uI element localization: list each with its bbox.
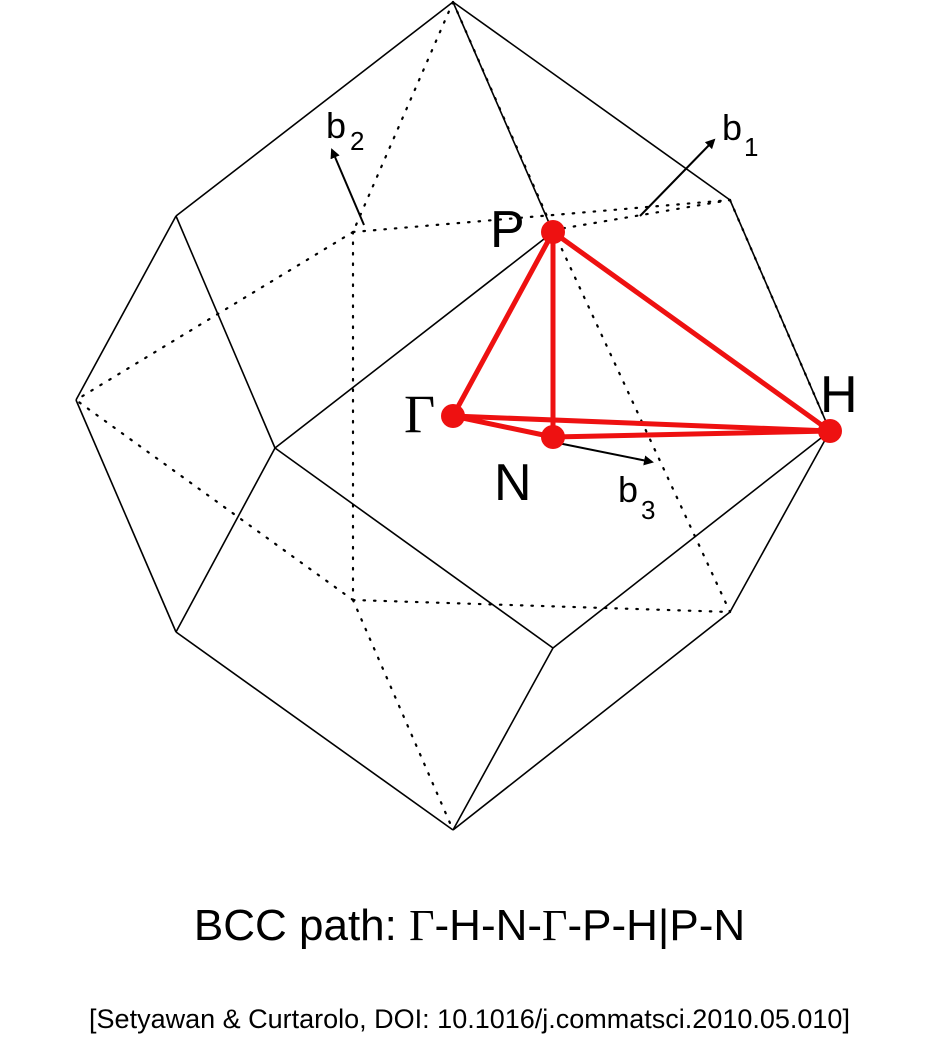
visible-edge-12 <box>175 447 276 633</box>
hidden-edge-5 <box>74 398 355 602</box>
reciprocal-vectors <box>330 138 716 466</box>
label-n: N <box>494 454 532 512</box>
label-b1: b <box>722 107 742 148</box>
caption-part-2: -P-H|P-N <box>567 901 746 950</box>
label-b2: b <box>326 105 346 146</box>
visible-edge-3 <box>75 399 177 633</box>
label-b2-subscript: 2 <box>350 126 364 156</box>
caption-gamma-2: Γ <box>542 901 568 950</box>
kpoint-h <box>818 419 842 443</box>
b2-vector-arrow <box>330 148 365 226</box>
caption-part-1: -H-N- <box>434 901 543 950</box>
kpoint-p <box>541 220 565 244</box>
kpoint-n <box>541 425 565 449</box>
label-p: P <box>490 201 525 259</box>
visible-edge-2 <box>75 215 177 401</box>
label-gamma: Γ <box>404 384 435 444</box>
visible-edge-10 <box>274 231 554 449</box>
path-p-h <box>550 229 833 434</box>
visible-edge-5 <box>452 611 731 831</box>
hidden-edge-2 <box>74 230 355 402</box>
citation: [Setyawan & Curtarolo, DOI: 10.1016/j.co… <box>89 1004 850 1034</box>
visible-edge-4 <box>175 631 454 831</box>
kpoint-gamma <box>441 404 465 428</box>
visible-edge-15 <box>452 647 554 831</box>
hidden-edge-7 <box>351 598 732 614</box>
hidden-edge-3 <box>351 198 732 234</box>
visible-edge-9 <box>452 1 554 233</box>
visible-edge-7 <box>729 199 831 432</box>
path-n-gamma <box>450 413 556 440</box>
label-b3-subscript: 3 <box>641 495 655 525</box>
label-b3: b <box>618 469 638 510</box>
visible-edge-14 <box>552 430 831 649</box>
label-h: H <box>820 366 858 424</box>
diagram-caption: BCC path: Γ-H-N-Γ-P-H|P-N <box>0 900 939 951</box>
point-labels: P Γ N H b 1 b 2 b 3 <box>326 105 858 525</box>
path-gamma-p <box>450 229 556 419</box>
caption-prefix: BCC path: <box>193 901 410 950</box>
label-b1-subscript: 1 <box>744 132 758 162</box>
visible-edge-6 <box>729 430 831 613</box>
path-h-n <box>550 428 833 440</box>
caption-gamma-1: Γ <box>409 901 435 950</box>
hidden-edge-1 <box>351 0 455 234</box>
visible-edge-11 <box>175 215 276 449</box>
visible-edge-1 <box>175 1 454 217</box>
path-gamma-h <box>450 413 833 434</box>
k-points <box>441 220 842 449</box>
b3-vector-arrow <box>552 441 654 466</box>
bcc-brillouin-zone-diagram: P Γ N H b 1 b 2 b 3 <box>74 0 858 832</box>
b1-vector-arrow <box>639 138 716 217</box>
visible-edge-8 <box>452 1 731 201</box>
visible-edge-13 <box>274 447 554 649</box>
hidden-edge-6 <box>351 598 455 832</box>
high-symmetry-path <box>450 229 833 440</box>
visible-edges <box>75 1 831 831</box>
